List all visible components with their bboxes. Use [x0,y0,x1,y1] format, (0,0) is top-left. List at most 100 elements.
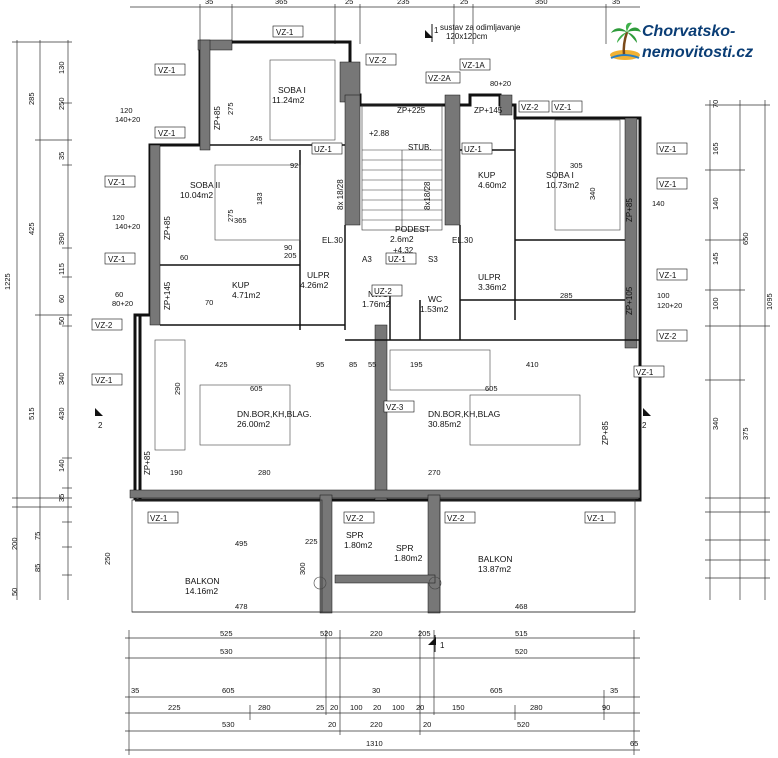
dim-misc-43: 75 [33,532,42,540]
label-zp85-dining: ZP+85 [143,451,152,475]
interior-walls [160,118,640,341]
room-soba-1-top-area: 11.24m2 [272,95,305,105]
dim-right-3: 70 [711,100,720,108]
dim-misc-25: 605 [250,384,263,393]
note-line1: sustav za odimljavanje [440,23,521,32]
right-dimension-texts: 1095 650 375 70 165 140 145 100 340 [711,100,774,440]
label-level-2: +4.32 [393,246,414,255]
tag-vz3: VZ-3 [386,403,404,412]
label-zp85-left: ZP+85 [213,106,222,130]
dim-b3-1: 35 [131,686,139,695]
dim-left-8: 115 [57,263,66,275]
tag-uz1-mid: UZ-1 [388,255,406,264]
tag-uz1-right: UZ-1 [464,145,482,154]
dim-misc-35: 85 [349,360,357,369]
dim-left-7: 390 [57,232,66,245]
room-kup-left-area: 4.71m2 [232,290,261,300]
balconies [131,499,636,613]
dining-table-left [199,384,291,446]
furniture [154,59,621,590]
dim-left-11: 340 [57,372,66,385]
dim-misc-16: 90 [284,243,292,252]
label-a3: A3 [362,255,372,264]
section-label-bottom: 1 [440,641,445,650]
tag-vz1-left-4: VZ-1 [108,255,126,264]
dim-misc-18: 275 [226,102,235,115]
section-markers: 1 1 2 2 [95,24,651,652]
stairs [361,104,443,231]
section-label-right: 2 [642,421,647,430]
label-level: +2.88 [369,129,390,138]
dim-misc-5: 100 [657,291,670,300]
room-podest-area: 2.6m2 [390,234,414,244]
dim-misc-24: 285 [560,291,573,300]
brand-logo[interactable]: Chorvatsko- nemovitosti.cz [604,20,774,66]
dim-misc-20: 275 [226,209,235,222]
tag-vz1-left-5: VZ-1 [95,376,113,385]
dim-right-6: 145 [711,252,720,265]
dim-misc-9: 140 [652,199,665,208]
dim-top-4: 235 [397,0,410,6]
room-wc-area: 1.53m2 [420,304,449,314]
dim-b4-1: 225 [168,703,181,712]
wall-tags: VZ-1 VZ-1 VZ-2 VZ-1A VZ-2A VZ-2 VZ-1 VZ-… [91,25,688,524]
tag-vz1-left-2: VZ-1 [158,129,176,138]
dim-misc-39: 495 [235,539,248,548]
dim-left-1: 285 [27,92,36,105]
dim-misc-15: 92 [290,161,298,170]
tag-vz1-right-3: VZ-1 [659,180,677,189]
dim-b4-10: 280 [530,703,543,712]
dim-b4-5: 100 [350,703,363,712]
dim-top-7: 35 [612,0,620,6]
shower-left [313,576,327,590]
dim-misc-22: 305 [570,161,583,170]
bed-left [214,164,301,241]
dim-misc-34: 95 [316,360,324,369]
room-balkon-right-area: 13.87m2 [478,564,511,574]
dim-misc-33: 195 [410,360,423,369]
room-dining-left-name: DN.BOR,KH,BLAG. [237,409,312,419]
bed-right [554,119,621,231]
room-labels: SOBA I 11.24m2 SOBA II 10.04m2 KUP 4.71m… [180,85,579,596]
dim-b2-2: 520 [515,647,528,656]
dim-total: 1310 [366,739,383,748]
label-zp145: ZP+145 [474,106,503,115]
dim-misc-8: 60 [115,290,123,299]
bottom-dimension-lines [125,630,640,755]
top-dimension-lines [130,4,640,44]
room-spr-right-area: 1.80m2 [394,553,423,563]
tag-vz2-right-top: VZ-2 [521,103,539,112]
dim-b5-4: 20 [423,720,431,729]
dim-b3-5: 35 [610,686,618,695]
right-dimension-lines [705,100,770,600]
dim-misc-13: 205 [284,251,297,260]
dim-misc-17: 183 [255,192,264,205]
label-zp85-dining-right: ZP+85 [601,421,610,445]
tag-vz1-right-5: VZ-1 [636,368,654,377]
dim-misc-2: 140+20 [115,115,140,124]
dim-left-2: 425 [27,222,36,235]
dim-misc-38: 468 [515,602,528,611]
dim-left-9: 60 [57,295,66,303]
logo-text-line1: Chorvatsko- [642,23,736,40]
room-kup-right-area: 4.60m2 [478,180,507,190]
logo-text-line2: nemovitosti.cz [642,44,754,61]
room-balkon-right-name: BALKON [478,554,513,564]
dim-misc-42: 200 [10,537,19,550]
dim-left-6: 35 [57,152,66,160]
dim-right-8: 340 [711,417,720,430]
dim-misc-40: 300 [298,562,307,575]
dim-b4-7: 100 [392,703,405,712]
left-dimension-texts: 1225 285 425 515 130 250 35 390 115 60 5… [3,61,66,502]
dim-misc-23: 340 [588,187,597,200]
dim-b3-3: 30 [372,686,380,695]
dim-left-10: 50 [57,317,66,325]
bed-top [269,59,336,141]
room-soba-2-name: SOBA II [190,180,220,190]
dim-left-4: 130 [57,61,66,74]
tag-vz2-right: VZ-2 [659,332,677,341]
tag-uz1-left: UZ-1 [314,145,332,154]
dim-top-5: 25 [460,0,468,6]
room-soba-1-right-area: 10.73m2 [546,180,579,190]
dim-b3-4: 605 [490,686,503,695]
